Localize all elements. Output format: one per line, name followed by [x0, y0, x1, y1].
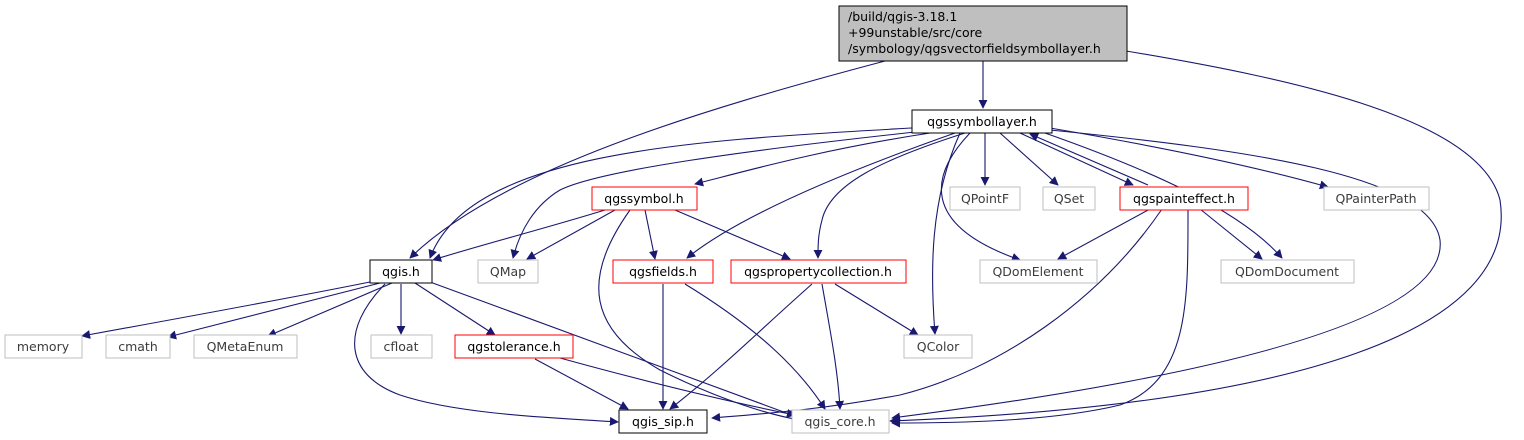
node-qgis-sip[interactable]: qgis_sip.h	[618, 409, 708, 434]
edge-qgssymbol-qgsfields	[644, 209, 658, 260]
cmath-label: cmath	[118, 339, 158, 354]
qgis-sip-label: qgis_sip.h	[632, 414, 694, 429]
edge-qgis-memory	[81, 281, 371, 339]
edges	[81, 50, 1502, 428]
node-qdomdocument[interactable]: QDomDocument	[1220, 259, 1355, 284]
edge-root-qgiscore	[889, 50, 1502, 426]
node-qcolor[interactable]: QColor	[903, 334, 973, 359]
edge-painteffect-qdomdocument	[1199, 208, 1263, 260]
edge-propcoll-qcolor	[834, 283, 919, 336]
root-line-3: /symbology/qgsvectorfieldsymbollayer.h	[848, 41, 1101, 56]
edge-propcoll-qgissip	[669, 283, 813, 410]
edge-symbollayer-qgspropertycollection	[813, 132, 966, 259]
qgspropertycollection-label: qgspropertycollection.h	[744, 264, 892, 279]
root-line-2: +99unstable/src/core	[848, 25, 982, 40]
edge-symbollayer-qgspainteffect	[1019, 132, 1134, 186]
qset-label: QSet	[1054, 191, 1084, 206]
qpointf-label: QPointF	[961, 191, 1009, 206]
memory-label: memory	[17, 339, 70, 354]
node-qdomelement[interactable]: QDomElement	[979, 259, 1098, 284]
edge-qgis-qgstolerance	[414, 282, 496, 336]
node-qgspainteffect[interactable]: qgspainteffect.h	[1119, 186, 1249, 211]
qgis-core-label: qgis_core.h	[804, 414, 875, 429]
node-qset[interactable]: QSet	[1042, 186, 1096, 211]
node-qgstolerance[interactable]: qgstolerance.h	[454, 334, 574, 359]
qmetaenum-label: QMetaEnum	[207, 339, 284, 354]
qgssymbol-label: qgssymbol.h	[604, 191, 683, 206]
qpainterpath-label: QPainterPath	[1335, 191, 1416, 206]
edge-symbollayer-qdomelement	[940, 132, 1021, 262]
edge-painteffect-qdomelement	[1057, 208, 1151, 260]
qgis-label: qgis.h	[382, 264, 420, 279]
edge-symbollayer-qcolor	[929, 132, 961, 335]
node-memory[interactable]: memory	[4, 334, 83, 359]
edge-painteffect-symbollayer	[1029, 133, 1149, 186]
edge-qgssymbol-qgiscore	[598, 209, 801, 424]
root-line-1: /build/qgis-3.18.1	[848, 9, 957, 24]
edge-symbollayer-qpainterpath	[1049, 127, 1329, 190]
edge-painteffect-qgissip	[711, 208, 1163, 422]
edge-qgssymbol-qgspropertycollection	[674, 209, 791, 260]
edge-qgis-cmath	[167, 282, 381, 340]
edge-qgssymbol-qmap	[526, 209, 616, 260]
qcolor-label: QColor	[917, 339, 960, 354]
edge-qgstolerance-qgissip	[534, 358, 629, 410]
edge-painteffect-qgiscore	[891, 208, 1189, 428]
node-cmath[interactable]: cmath	[105, 334, 171, 359]
edge-symbollayer-qgiscore	[891, 129, 1441, 422]
node-qgspropertycollection[interactable]: qgspropertycollection.h	[730, 259, 907, 284]
edge-symbollayer-qset	[999, 132, 1059, 186]
node-qgssymbol[interactable]: qgssymbol.h	[591, 186, 698, 211]
node-qgsfields[interactable]: qgsfields.h	[612, 259, 714, 284]
qdomelement-label: QDomElement	[992, 264, 1083, 279]
qgssymbollayer-label: qgssymbollayer.h	[927, 114, 1037, 129]
edge-symbollayer-qgssymbol	[694, 132, 931, 187]
edge-qgssymbol-qgis	[432, 209, 606, 262]
qgstolerance-label: qgstolerance.h	[467, 339, 560, 354]
edge-symbollayer-qmap	[510, 131, 916, 259]
edge-root-qgis	[409, 60, 886, 259]
edge-qgsfields-qgiscore	[684, 283, 826, 410]
node-cfloat[interactable]: cfloat	[370, 334, 433, 359]
node-qpointf[interactable]: QPointF	[949, 186, 1021, 211]
node-qgis-core[interactable]: qgis_core.h	[791, 409, 890, 434]
node-qpainterpath[interactable]: QPainterPath	[1323, 186, 1430, 211]
edge-symbollayer-qgsfields	[686, 132, 956, 259]
node-qmetaenum[interactable]: QMetaEnum	[193, 334, 298, 359]
edge-symbollayer-qgis	[428, 127, 913, 259]
cfloat-label: cfloat	[384, 339, 419, 354]
qgsfields-label: qgsfields.h	[629, 264, 697, 279]
qmap-label: QMap	[490, 264, 526, 279]
node-qgis[interactable]: qgis.h	[369, 259, 433, 284]
edge-qgis-qmetaenum	[267, 282, 393, 337]
edge-qgis-qgiscore	[429, 281, 801, 420]
node-qgssymbollayer[interactable]: qgssymbollayer.h	[911, 109, 1053, 134]
edge-qgis-qgissip	[354, 283, 619, 426]
edge-propcoll-qgiscore	[821, 283, 845, 410]
node-qmap[interactable]: QMap	[477, 259, 539, 284]
qgspainteffect-label: qgspainteffect.h	[1133, 191, 1235, 206]
edge-qgstolerance-qgiscore	[559, 357, 796, 418]
qdomdocument-label: QDomDocument	[1235, 264, 1339, 279]
node-root[interactable]: /build/qgis-3.18.1 +99unstable/src/core …	[838, 5, 1128, 62]
